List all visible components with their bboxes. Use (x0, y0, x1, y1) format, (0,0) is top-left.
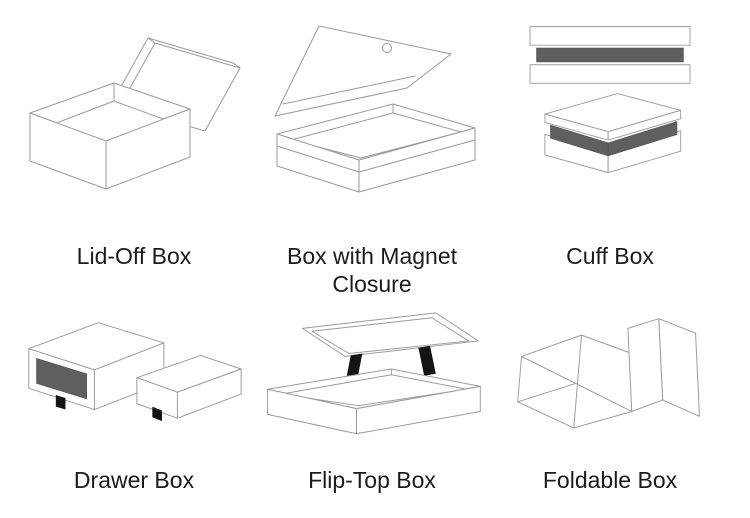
sleeve-bottom-bar (529, 64, 691, 84)
box-type-magnet-closure: Box with Magnet Closure (250, 6, 494, 304)
box-type-label: Lid-Off Box (76, 243, 192, 269)
box-front-right-face (105, 108, 190, 190)
magnet-box-art (250, 6, 494, 236)
cuff-box-drawing (529, 26, 691, 174)
fold-crease-right (574, 382, 632, 412)
lid-thickness-top (147, 37, 240, 69)
front-flap-line (276, 139, 476, 173)
cuff-box-art (494, 6, 726, 236)
drawer-box-art (18, 304, 250, 460)
box-type-label: Drawer Box (73, 467, 195, 493)
box-type-cuff: Cuff Box (494, 6, 726, 304)
flip-top-box-drawing (267, 311, 481, 434)
lid-off-box-art (18, 6, 250, 236)
flip-top-box-art (250, 304, 494, 460)
box-type-drawer: Drawer Box (18, 304, 250, 518)
foldable-box-drawing (516, 317, 700, 428)
magnet-closure-box-drawing (274, 25, 476, 193)
box-front-right-face (356, 385, 481, 434)
standing-panel-right (657, 317, 700, 417)
box-type-label: Box with Magnet Closure (286, 243, 458, 298)
lid-off-box-drawing (29, 37, 240, 190)
box-type-flip-top: Flip-Top Box (250, 304, 494, 518)
drawer-box-drawing (28, 321, 242, 421)
open-lid-panel (274, 25, 452, 117)
box-type-foldable: Foldable Box (494, 304, 726, 518)
fold-crease-vertical (572, 334, 582, 428)
hinge-ribbon-right (418, 345, 436, 376)
closed-box-pull-tab (152, 406, 162, 421)
standing-panel-left (626, 317, 663, 412)
box-type-label: Foldable Box (542, 467, 678, 493)
cuff-band-right (607, 121, 678, 157)
drawer-pull-tab (55, 394, 66, 410)
foldable-box-art (494, 304, 726, 460)
drawer-opening (36, 357, 87, 399)
open-lid-panel (301, 311, 479, 357)
lid-inner-panel-line (311, 316, 470, 354)
lid-front-right-face (607, 109, 682, 141)
sleeve-top-bar (529, 26, 691, 46)
lid-crease-line (282, 75, 416, 105)
box-type-label: Flip-Top Box (308, 467, 436, 493)
sleeve-dark-band (536, 47, 684, 63)
magnet-dot-icon (382, 43, 392, 53)
box-type-label: Cuff Box (566, 243, 654, 269)
box-type-lid-off: Lid-Off Box (18, 6, 250, 304)
box-front-right-face (358, 127, 476, 193)
closed-box-front-right-face (176, 368, 242, 419)
